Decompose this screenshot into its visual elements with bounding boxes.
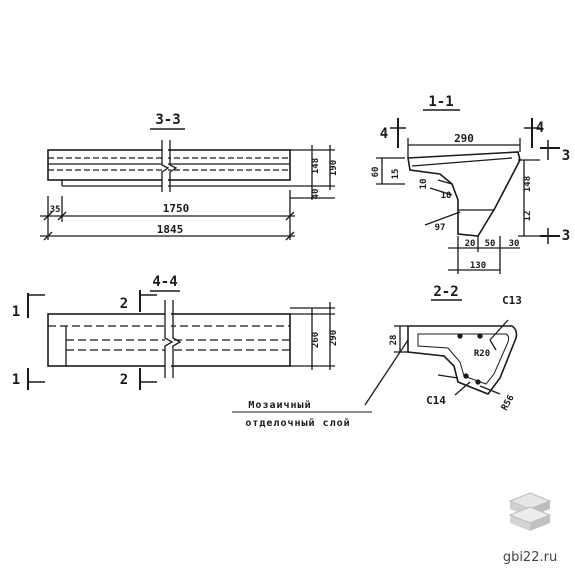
watermark-text: gbi22.ru <box>502 550 558 565</box>
mark-4-left: 4 <box>380 126 388 142</box>
dim-15: 15 <box>391 169 401 180</box>
section-1-1-title: 1-1 <box>428 94 453 110</box>
dim-20: 20 <box>465 239 476 249</box>
watermark: gbi22.ru <box>495 489 565 565</box>
dim-148: 148 <box>311 158 321 174</box>
dim-1845: 1845 <box>157 223 184 236</box>
dim-28: 28 <box>389 335 399 346</box>
dim-50: 50 <box>485 239 496 249</box>
radius-r20: R20 <box>474 349 490 359</box>
dim-10-vertical: 10 <box>419 179 429 190</box>
dim-130: 130 <box>470 261 486 271</box>
radius-r56: R56 <box>500 393 517 412</box>
dim-12: 12 <box>523 211 533 222</box>
mark-4-right: 4 <box>536 120 544 136</box>
dim-260: 260 <box>311 332 321 348</box>
mark-1-top: 1 <box>12 304 20 320</box>
stacked-slabs-icon <box>508 492 552 531</box>
mark-2-bottom: 2 <box>120 372 128 388</box>
dim-148-section: 148 <box>523 176 533 192</box>
view-2-2 <box>364 299 518 406</box>
dim-35: 35 <box>50 205 61 215</box>
mark-c13: С13 <box>502 294 522 307</box>
section-4-4-title: 4-4 <box>152 274 177 290</box>
view-4-4 <box>27 290 335 390</box>
mark-1-bottom: 1 <box>12 372 20 388</box>
mark-3-bottom: 3 <box>562 228 570 244</box>
dim-190: 190 <box>329 160 339 176</box>
mark-c14: С14 <box>426 394 446 407</box>
note-line-1: Мозаичный <box>248 399 311 411</box>
dim-60: 60 <box>371 167 381 178</box>
view-3-3 <box>40 128 335 241</box>
dim-30: 30 <box>509 239 520 249</box>
section-3-3-title: 3-3 <box>155 112 180 128</box>
view-1-1 <box>376 109 560 274</box>
dim-290-beam: 290 <box>329 330 339 346</box>
dim-1750: 1750 <box>163 202 190 215</box>
dim-97: 97 <box>435 223 446 233</box>
mark-2-top: 2 <box>120 296 128 312</box>
dim-10-horizontal: 10 <box>441 191 452 201</box>
note-line-2: отделочный слой <box>245 417 350 429</box>
dim-290: 290 <box>454 132 474 145</box>
mark-3-top: 3 <box>562 148 570 164</box>
section-2-2-title: 2-2 <box>433 284 458 300</box>
dim-40: 40 <box>311 189 321 200</box>
